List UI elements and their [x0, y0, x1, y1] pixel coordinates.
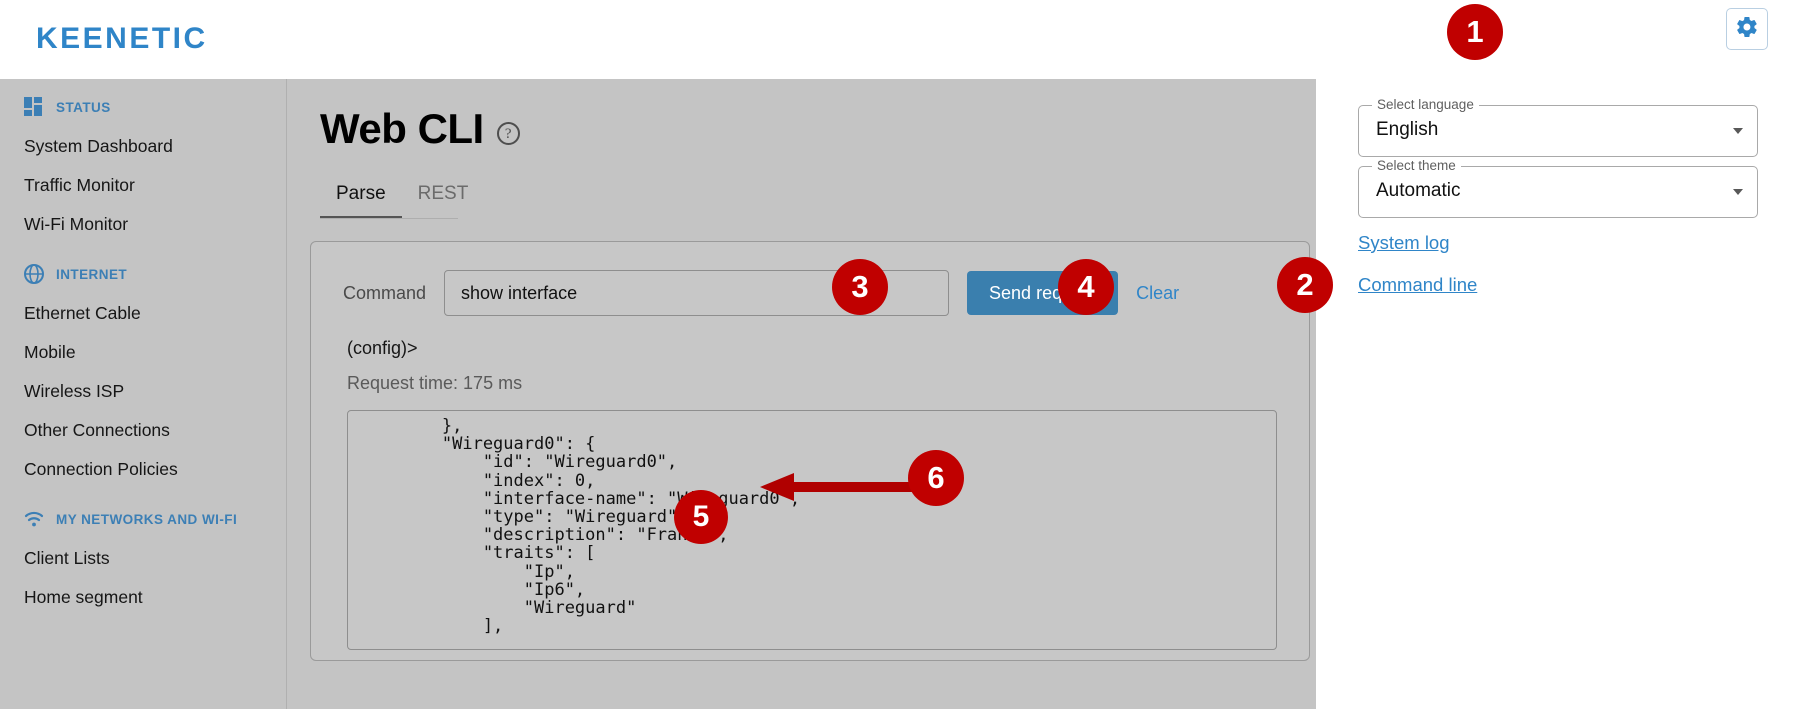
annotation-badge-5: 5	[674, 490, 728, 544]
language-select-label: Select language	[1372, 97, 1479, 112]
sidebar-item-connection-policies[interactable]: Connection Policies	[24, 459, 178, 479]
annotation-badge-6: 6	[908, 450, 964, 506]
language-select[interactable]: Select language English	[1358, 97, 1758, 157]
top-bar: KEENETIC	[0, 0, 1316, 79]
tab-parse[interactable]: Parse	[320, 175, 402, 218]
dashboard-icon	[24, 97, 44, 117]
sidebar-section-my-networks-and-wifi: MY NETWORKS AND WI-FI	[0, 499, 286, 539]
annotation-badge-1: 1	[1447, 4, 1503, 60]
sidebar-section-status: STATUS	[0, 87, 286, 127]
clear-button[interactable]: Clear	[1136, 282, 1180, 303]
sidebar-item-traffic-monitor[interactable]: Traffic Monitor	[24, 175, 135, 195]
keenetic-logo: KEENETIC	[36, 22, 208, 55]
sidebar-item-other-connections[interactable]: Other Connections	[24, 420, 170, 440]
page-title-row: Web CLI ?	[320, 105, 1316, 153]
annotation-badge-4: 4	[1058, 259, 1114, 315]
annotation-arrow	[760, 470, 940, 509]
wifi-icon	[24, 509, 44, 529]
gear-icon	[1735, 15, 1759, 44]
chevron-down-icon	[1733, 189, 1743, 195]
output-json-text: }, "Wireguard0": { "id": "Wireguard0", "…	[441, 416, 801, 637]
sidebar-section-label: STATUS	[56, 99, 111, 115]
sidebar-item-home-segment[interactable]: Home segment	[24, 587, 143, 607]
theme-select-label: Select theme	[1372, 158, 1461, 173]
settings-gear-button[interactable]	[1726, 8, 1768, 50]
system-log-link[interactable]: System log	[1358, 232, 1450, 253]
sidebar-item-wireless-isp[interactable]: Wireless ISP	[24, 381, 125, 401]
cli-prompt: (config)>	[347, 338, 418, 358]
language-select-value: English	[1376, 119, 1439, 140]
sidebar: STATUS System Dashboard Traffic Monitor …	[0, 79, 287, 709]
annotation-badge-3: 3	[832, 259, 888, 315]
settings-panel: Select language English Select theme Aut…	[1316, 0, 1800, 709]
command-row: Command Send request Clear	[343, 270, 1309, 316]
tab-bar: Parse REST	[320, 175, 468, 219]
sidebar-item-system-dashboard[interactable]: System Dashboard	[24, 136, 173, 156]
sidebar-section-label: MY NETWORKS AND WI-FI	[56, 511, 238, 527]
sidebar-section-internet: INTERNET	[0, 254, 286, 294]
sidebar-item-ethernet-cable[interactable]: Ethernet Cable	[24, 303, 141, 323]
command-line-link[interactable]: Command line	[1358, 274, 1478, 295]
app-region: KEENETIC STATUS System Dashboard Traffic…	[0, 0, 1316, 709]
globe-icon	[24, 264, 44, 284]
webcli-card: Command Send request Clear (config)> Req…	[310, 241, 1310, 661]
sidebar-item-mobile[interactable]: Mobile	[24, 342, 76, 362]
sidebar-item-client-lists[interactable]: Client Lists	[24, 548, 110, 568]
annotation-badge-2: 2	[1277, 257, 1333, 313]
command-label: Command	[343, 282, 427, 303]
page-title: Web CLI	[320, 105, 484, 152]
output-box[interactable]: }, "Wireguard0": { "id": "Wireguard0", "…	[347, 410, 1277, 650]
chevron-down-icon	[1733, 128, 1743, 134]
sidebar-item-wifi-monitor[interactable]: Wi-Fi Monitor	[24, 214, 129, 234]
theme-select[interactable]: Select theme Automatic	[1358, 158, 1758, 218]
tab-rest[interactable]: REST	[417, 183, 469, 204]
sidebar-section-label: INTERNET	[56, 266, 128, 282]
theme-select-value: Automatic	[1376, 180, 1461, 201]
request-time-label: Request time: 175 ms	[347, 373, 523, 393]
help-circle-icon[interactable]: ?	[496, 122, 520, 145]
main-content: Web CLI ? Parse REST Command Send reques…	[288, 79, 1316, 709]
